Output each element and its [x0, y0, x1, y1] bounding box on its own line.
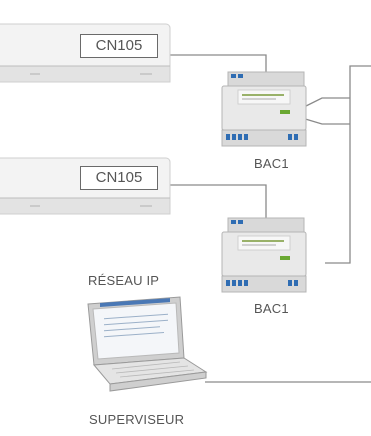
wire-network-right [325, 65, 371, 264]
wire-gateway1-b [301, 117, 350, 125]
wire-unit2-to-gateway2 [170, 184, 267, 222]
laptop-icon [87, 296, 208, 392]
port-label-text: CN105 [95, 169, 143, 186]
wire-gateway1-a [301, 97, 350, 109]
supervisor-label: SUPERVISEUR [89, 412, 185, 427]
wires [170, 54, 371, 383]
network-label: RÉSEAU IP [88, 273, 160, 288]
gateway-1-label: BAC1 [254, 156, 289, 171]
gateway-device-1 [221, 71, 307, 147]
gateway-2-label: BAC1 [254, 301, 289, 316]
wire-unit1-to-gateway1 [170, 54, 267, 75]
indoor-unit-1-port-label: CN105 [80, 34, 158, 58]
indoor-unit-2-port-label: CN105 [80, 166, 158, 190]
port-label-text: CN105 [95, 37, 143, 54]
gateway-device-2 [221, 217, 307, 293]
